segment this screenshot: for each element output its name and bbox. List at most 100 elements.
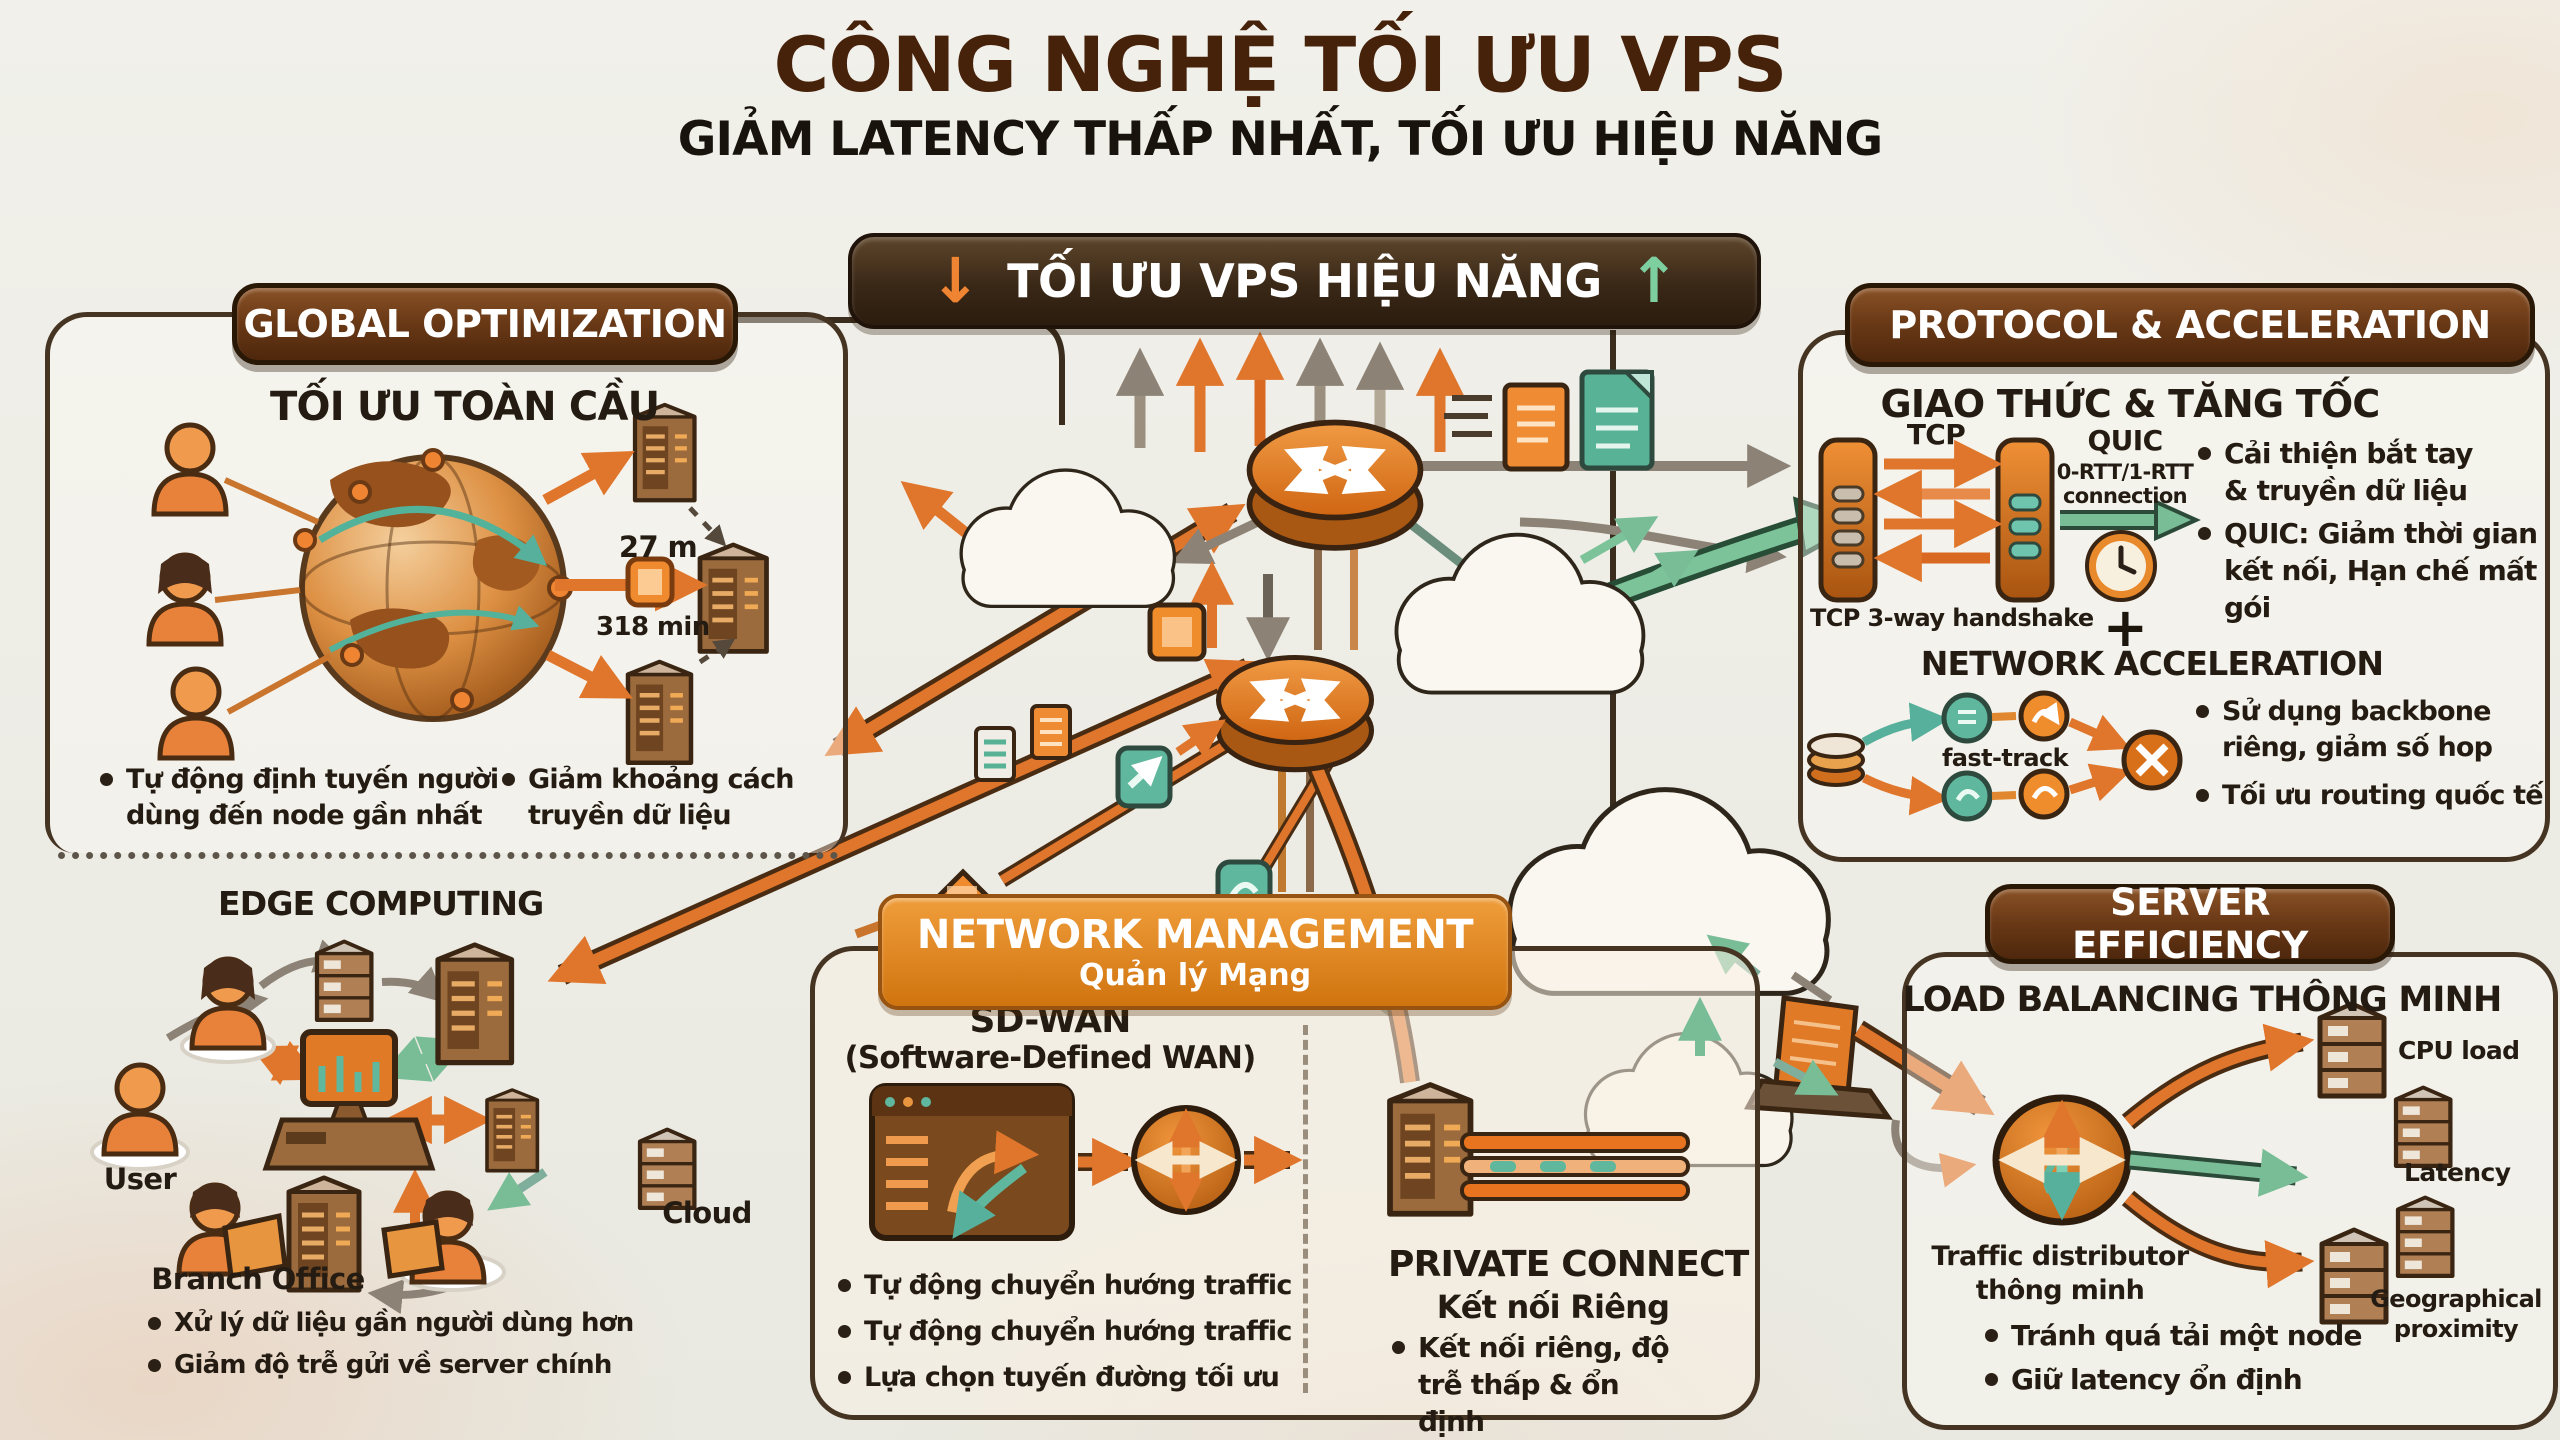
server-icon — [317, 942, 371, 1020]
private-connect-title: PRIVATE CONNECT — [1388, 1244, 1749, 1285]
sdwan-bullet: Tự động chuyển hướng traffic — [838, 1268, 1298, 1304]
network-management-banner: NETWORK MANAGEMENT Quản lý Mạng — [878, 894, 1512, 1010]
arrow-down-icon: ↓ — [929, 244, 982, 317]
user-label: User — [103, 1162, 177, 1196]
fast-track-diagram — [1807, 690, 2183, 822]
bullet-dot — [502, 773, 515, 786]
server-icon — [700, 545, 767, 651]
bullet-dot — [838, 1371, 851, 1384]
private-connect-bullet: Kết nối riêng, độ trễ thấp & ổn định — [1392, 1330, 1692, 1441]
fast-track-label: fast-track — [1941, 744, 2069, 772]
server-efficiency-badge: SERVER EFFICIENCY — [1985, 881, 2395, 967]
global-panel-separator — [58, 852, 838, 859]
clock-icon — [2085, 530, 2157, 602]
bullet-dot — [838, 1279, 851, 1292]
page-subtitle: GIẢM LATENCY THẤP NHẤT, TỐI ƯU HIỆU NĂNG — [677, 112, 1883, 167]
bullet-dot — [2196, 789, 2209, 802]
network-acceleration-bullet: Tối ưu routing quốc tế — [2196, 778, 2544, 814]
monitor-icon — [262, 1029, 436, 1171]
network-acceleration-bullet: Sử dụng backbone riêng, giảm số hop — [2196, 694, 2516, 765]
server-icon — [2398, 1198, 2452, 1276]
protocol-acceleration-badge: PROTOCOL & ACCELERATION — [1845, 283, 2535, 367]
sdwan-bullet: Lựa chọn tuyến đường tối ưu — [838, 1360, 1298, 1396]
document-icon — [1579, 369, 1655, 471]
factor-label-cpu: CPU load — [2398, 1036, 2520, 1065]
private-connect-subtitle: Kết nối Riêng — [1436, 1288, 1670, 1326]
server-icon — [485, 1088, 540, 1173]
cloud-label: Cloud — [662, 1196, 752, 1230]
router-cylinder-icon — [1807, 733, 1865, 787]
sdwan-subtitle: (Software-Defined WAN) — [844, 1040, 1256, 1076]
user-link-lines — [214, 477, 332, 715]
bullet-dot — [1985, 1329, 1998, 1342]
factor-label-geo: Geographical proximity — [2370, 1285, 2542, 1343]
branch-office-label: Branch Office — [151, 1262, 365, 1296]
server-icon — [2396, 1088, 2450, 1166]
user-icon — [149, 554, 221, 644]
plus-sign: + — [2102, 596, 2148, 659]
edge-computing-heading: EDGE COMPUTING — [218, 884, 544, 923]
tcp-quic-diagram — [1818, 437, 2201, 603]
global-bullet: Giảm khoảng cách truyền dữ liệu — [502, 762, 814, 833]
user-icon — [154, 425, 226, 514]
tcp-handshake-caption: TCP 3-way handshake — [1810, 604, 2094, 632]
global-bullet: Tự động định tuyến người dùng đến node g… — [100, 762, 500, 833]
user-icon — [160, 669, 232, 758]
protocol-bullet: QUIC: Giảm thời gian kết nối, Hạn chế mấ… — [2198, 516, 2543, 627]
network-management-divider — [1303, 1025, 1308, 1393]
bullet-dot — [2198, 447, 2211, 460]
document-icon — [1502, 382, 1570, 472]
page-title: CÔNG NGHỆ TỐI ƯU VPS — [773, 20, 1788, 109]
quic-connection-label: connection — [2062, 484, 2188, 508]
bullet-dot — [1985, 1373, 1998, 1386]
router-circle-icon — [1131, 1105, 1241, 1215]
edge-bullet: Giảm độ trễ gửi về server chính — [148, 1348, 648, 1382]
quic-label: QUIC — [2087, 424, 2163, 457]
arrow-up-icon: ↑ — [1627, 244, 1680, 317]
globe-icon — [293, 448, 573, 722]
sdwan-app-icon — [869, 1083, 1075, 1241]
load-balancing-heading: LOAD BALANCING THÔNG MINH — [1902, 980, 2502, 1020]
bullet-dot — [838, 1325, 851, 1338]
tcp-label: TCP — [1906, 418, 1966, 451]
distributor-entry-arrows — [1852, 1020, 1995, 1188]
performance-banner: ↓ TỐI ƯU VPS HIỆU NĂNG ↑ — [848, 233, 1761, 329]
user-icon — [104, 1065, 176, 1154]
edge-bullet: Xử lý dữ liệu gần người dùng hơn — [148, 1306, 648, 1340]
edge-computing-illustration — [90, 939, 694, 1315]
factor-label-latency: Latency — [2404, 1158, 2511, 1187]
user-icon — [192, 958, 264, 1048]
performance-banner-label: TỐI ƯU VPS HIỆU NĂNG — [1007, 254, 1602, 308]
network-management-title: NETWORK MANAGEMENT — [916, 911, 1474, 958]
network-acceleration-heading: NETWORK ACCELERATION — [1920, 644, 2384, 683]
protocol-heading: GIAO THỨC & TĂNG TỐC — [1880, 382, 2381, 426]
quic-rtt-label: 0-RTT/1-RTT — [2056, 460, 2194, 484]
bullet-dot — [148, 1359, 161, 1372]
sdwan-diagram — [869, 1083, 1303, 1241]
diagonal-flow-arrows — [547, 502, 1263, 985]
traffic-distributor-label: Traffic distributor thông minh — [1931, 1241, 2189, 1306]
network-management-subtitle: Quản lý Mạng — [1078, 957, 1312, 993]
server-icon — [628, 662, 691, 763]
sdwan-bullet: Tự động chuyển hướng traffic — [838, 1314, 1298, 1350]
time-label: 318 min — [596, 612, 710, 642]
global-optimization-heading: TỐI ƯU TOÀN CẦU — [270, 384, 660, 430]
server-efficiency-bullet: Tránh quá tải một node — [1985, 1318, 2445, 1355]
server-icon — [1390, 1085, 1471, 1214]
user-laptop-icon — [179, 1184, 288, 1279]
global-optimization-badge: GLOBAL OPTIMIZATION — [232, 283, 738, 365]
bullet-dot — [2198, 527, 2211, 540]
user-laptop-icon — [381, 1192, 484, 1282]
server-icon — [438, 945, 512, 1063]
bullet-dot — [148, 1317, 161, 1330]
bullet-dot — [100, 773, 113, 786]
server-efficiency-bullet: Giữ latency ổn định — [1985, 1362, 2445, 1399]
private-connect-diagram — [1390, 996, 1723, 1214]
protocol-bullet: Cải thiện bắt tay & truyền dữ liệu — [2198, 436, 2498, 510]
distance-label: 27 m — [618, 530, 698, 564]
bullet-dot — [1392, 1341, 1405, 1354]
load-balancing-diagram — [1992, 1004, 2452, 1322]
